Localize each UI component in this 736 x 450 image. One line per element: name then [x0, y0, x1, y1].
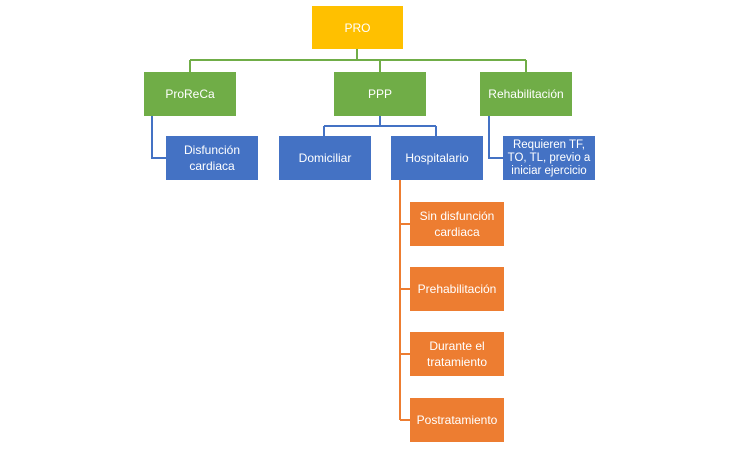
- connector-proreca-disfuncion: [151, 116, 166, 159]
- node-prehabilitacion: Prehabilitación: [410, 267, 504, 311]
- node-requieren: Requieren TF, TO, TL, previo a iniciar e…: [503, 136, 595, 180]
- node-hospitalario: Hospitalario: [391, 136, 483, 180]
- node-label: PPP: [367, 87, 392, 101]
- connectors-level3: [399, 180, 410, 421]
- node-sin-disfuncion: Sin disfunción cardiaca: [410, 202, 504, 246]
- node-label: Postratamiento: [416, 413, 498, 427]
- node-label: Rehabilitación: [488, 87, 564, 101]
- node-domiciliar: Domiciliar: [279, 136, 371, 180]
- connector-rehab-requieren: [488, 116, 503, 159]
- node-label: ProReCa: [165, 87, 215, 101]
- node-label: Domiciliar: [298, 151, 352, 165]
- node-durante-tratamiento: Durante el tratamiento: [410, 332, 504, 376]
- node-disfuncion-cardiaca: Disfunción cardiaca: [166, 136, 258, 180]
- node-ppp: PPP: [334, 72, 426, 116]
- node-proreca: ProReCa: [144, 72, 236, 116]
- node-label: Disfunción cardiaca: [183, 143, 241, 173]
- node-label: Sin disfunción cardiaca: [419, 209, 495, 239]
- node-label: Durante el tratamiento: [426, 339, 488, 369]
- node-label: Prehabilitación: [417, 282, 497, 296]
- connectors-root-level1: [189, 49, 527, 72]
- node-label: Hospitalario: [405, 151, 469, 165]
- node-label: Requieren TF, TO, TL, previo a iniciar e…: [507, 138, 591, 177]
- node-pro: PRO: [312, 6, 403, 49]
- node-postratamiento: Postratamiento: [410, 398, 504, 442]
- node-rehabilitacion: Rehabilitación: [480, 72, 572, 116]
- node-label: PRO: [344, 20, 371, 35]
- connectors-level1-level2: [151, 116, 503, 159]
